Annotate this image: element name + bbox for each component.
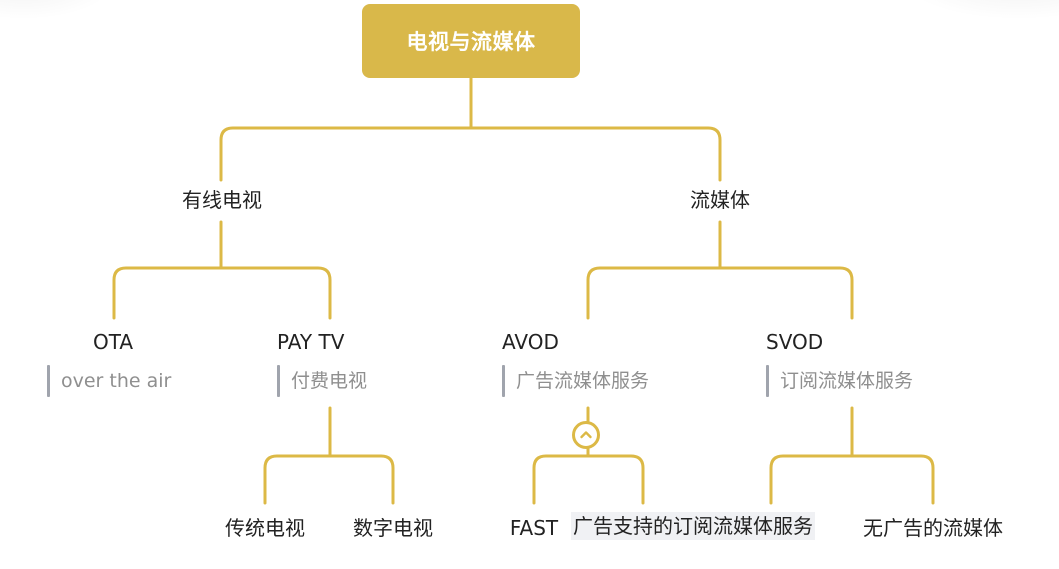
connector-avod-children: [532, 454, 645, 505]
node-pay-tv[interactable]: PAY TV: [277, 329, 345, 355]
connector-root-branches: [219, 126, 722, 182]
node-digital-tv[interactable]: 数字电视: [353, 515, 433, 541]
node-streaming[interactable]: 流媒体: [690, 187, 750, 213]
corner-shadow-right: [899, 0, 1059, 20]
node-ad-supported-subscription[interactable]: 广告支持的订阅流媒体服务: [571, 512, 815, 540]
node-svod-description: 订阅流媒体服务: [766, 365, 913, 397]
node-cable-tv[interactable]: 有线电视: [182, 187, 262, 213]
connector-cable-children: [112, 266, 332, 320]
node-ota[interactable]: OTA: [93, 329, 134, 355]
connector-streaming-children: [586, 266, 854, 320]
node-avod[interactable]: AVOD: [502, 329, 559, 355]
corner-shadow-left: [0, 0, 120, 20]
root-node[interactable]: 电视与流媒体: [362, 4, 580, 78]
node-svod[interactable]: SVOD: [766, 329, 824, 355]
node-pay-tv-description: 付费电视: [277, 365, 367, 397]
connector-svod-children: [769, 454, 935, 505]
node-ota-description: over the air: [47, 365, 171, 397]
collapse-avod-button[interactable]: [572, 421, 600, 449]
node-ad-free-streaming[interactable]: 无广告的流媒体: [863, 515, 1003, 541]
node-avod-description: 广告流媒体服务: [502, 365, 649, 397]
node-fast[interactable]: FAST: [509, 515, 559, 541]
highlighted-text: 广告支持的订阅流媒体服务: [571, 512, 815, 540]
node-traditional-tv[interactable]: 传统电视: [225, 515, 305, 541]
connector-paytv-children: [263, 454, 395, 505]
chevron-up-icon: [580, 431, 592, 439]
